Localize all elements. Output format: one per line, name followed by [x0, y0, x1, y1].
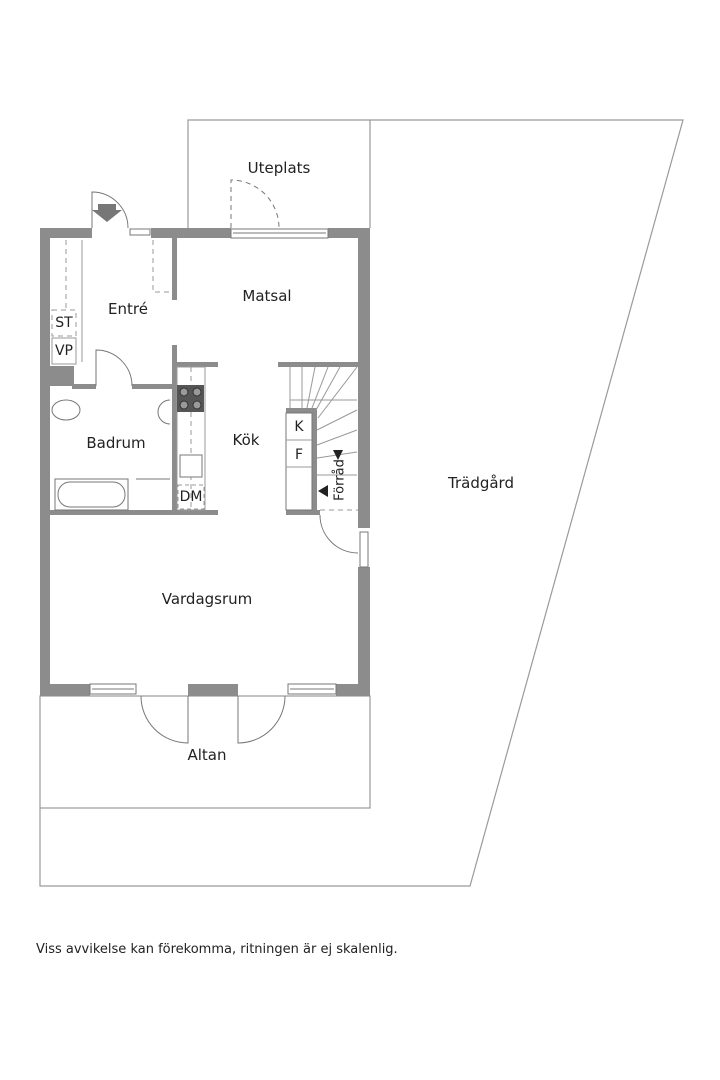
windows — [89, 228, 369, 695]
room-label-uteplats: Uteplats — [247, 159, 311, 177]
fixture-label-vp: VP — [54, 343, 74, 359]
wardrobe-outlines — [51, 240, 171, 337]
doors — [91, 179, 359, 744]
fixture-label-k: K — [294, 419, 304, 435]
entrance-arrow-icon — [92, 204, 122, 222]
fixture-label-forrad: Förråd — [332, 459, 348, 501]
room-label-badrum: Badrum — [86, 434, 146, 452]
disclaimer-note: Viss avvikelse kan förekomma, ritningen … — [36, 942, 398, 957]
fixture-label-dm: DM — [179, 489, 203, 505]
room-label-altan: Altan — [187, 746, 227, 764]
stair-arrow-icon — [333, 450, 343, 460]
room-label-vardagsrum: Vardagsrum — [161, 590, 253, 608]
bathroom-fixtures — [51, 399, 171, 511]
fixture-label-st: ST — [55, 315, 73, 331]
stairs — [285, 366, 358, 511]
stair-arrow-icon — [318, 485, 328, 497]
walls — [40, 228, 370, 696]
room-label-tradgard: Trädgård — [448, 474, 514, 492]
kitchen-counter — [176, 366, 206, 511]
room-label-matsal: Matsal — [242, 287, 292, 305]
room-label-kok: Kök — [232, 431, 260, 449]
fixture-label-f: F — [294, 447, 304, 463]
sink-icon — [179, 454, 203, 478]
room-label-entre: Entré — [108, 300, 148, 318]
